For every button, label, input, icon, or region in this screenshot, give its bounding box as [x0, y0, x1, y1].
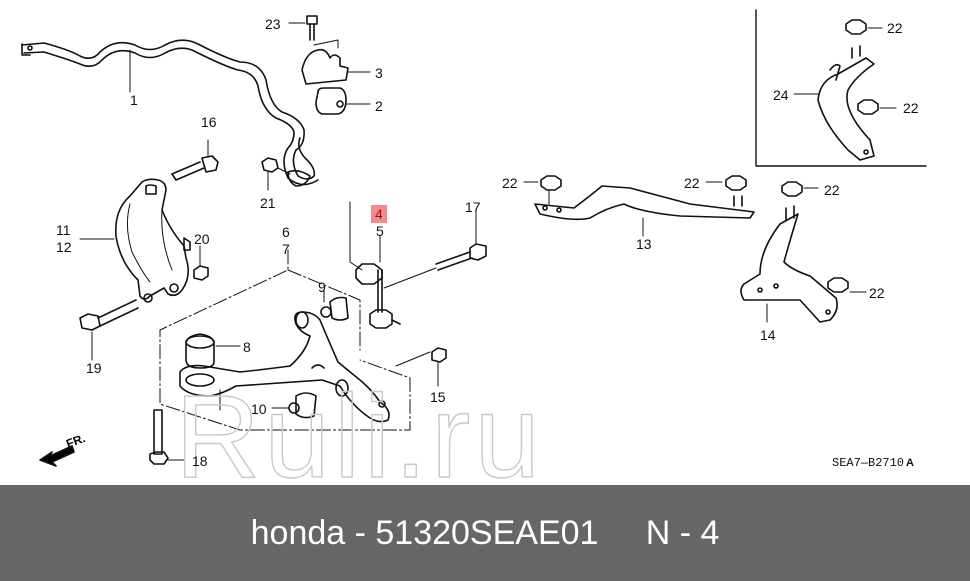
callout-part-22[interactable]: 22: [502, 175, 518, 191]
callout-part-22[interactable]: 22: [903, 100, 919, 116]
callout-part-1[interactable]: 1: [130, 92, 138, 108]
diagram-code-text: SEA7—B2710: [832, 456, 905, 470]
nut-20: [193, 245, 209, 281]
stabilizer-bar: [21, 39, 319, 187]
callout-part-2[interactable]: 2: [375, 98, 383, 114]
bolt-17: [383, 211, 487, 289]
callout-part-7[interactable]: 7: [282, 241, 290, 257]
callout-part-16[interactable]: 16: [201, 114, 217, 130]
bolt-18: [149, 409, 185, 465]
callout-part-10[interactable]: 10: [251, 401, 267, 417]
bolt-19: [79, 299, 139, 361]
nut-21: [261, 157, 291, 191]
callout-part-20[interactable]: 20: [194, 231, 210, 247]
callout-part-9[interactable]: 9: [318, 279, 326, 295]
inset-border: [755, 9, 927, 167]
bracket-14: [740, 181, 867, 323]
callout-part-24[interactable]: 24: [773, 87, 789, 103]
callout-part-14[interactable]: 14: [760, 327, 776, 343]
footer-bar: honda - 51320SEAE01 N - 4: [0, 485, 970, 581]
callout-part-13[interactable]: 13: [636, 236, 652, 252]
callout-part-22[interactable]: 22: [824, 182, 840, 198]
callout-part-19[interactable]: 19: [86, 360, 102, 376]
callout-part-17[interactable]: 17: [465, 199, 481, 215]
callout-part-23[interactable]: 23: [265, 16, 281, 32]
front-arrow: [39, 445, 75, 467]
callout-part-12[interactable]: 12: [56, 239, 72, 255]
callout-part-6[interactable]: 6: [282, 224, 290, 240]
callout-part-11[interactable]: 11: [56, 222, 71, 238]
callout-selected-part-4[interactable]: 4: [371, 205, 387, 223]
callout-part-15[interactable]: 15: [430, 389, 446, 405]
callout-part-3[interactable]: 3: [375, 65, 383, 81]
callout-part-5[interactable]: 5: [376, 223, 384, 239]
lower-arm-group: [159, 249, 411, 431]
diagram-code-revision: A: [906, 457, 914, 469]
callout-part-18[interactable]: 18: [192, 453, 208, 469]
callout-part-22[interactable]: 22: [869, 285, 885, 301]
callout-part-8[interactable]: 8: [243, 339, 251, 355]
callout-part-22[interactable]: 22: [684, 175, 700, 191]
callout-part-22[interactable]: 22: [887, 20, 903, 36]
bracket-24: [793, 19, 897, 161]
stabilizer-link: [349, 201, 401, 329]
diagram-drawing: [21, 9, 927, 467]
bracket-and-bushing: [288, 15, 371, 115]
knuckle: [79, 178, 191, 303]
part-caption: honda - 51320SEAE01 N - 4: [250, 513, 720, 552]
crossmember-13: [523, 175, 755, 237]
callout-part-21[interactable]: 21: [260, 195, 276, 211]
bolt-16: [171, 139, 219, 181]
nut-15: [395, 347, 447, 387]
